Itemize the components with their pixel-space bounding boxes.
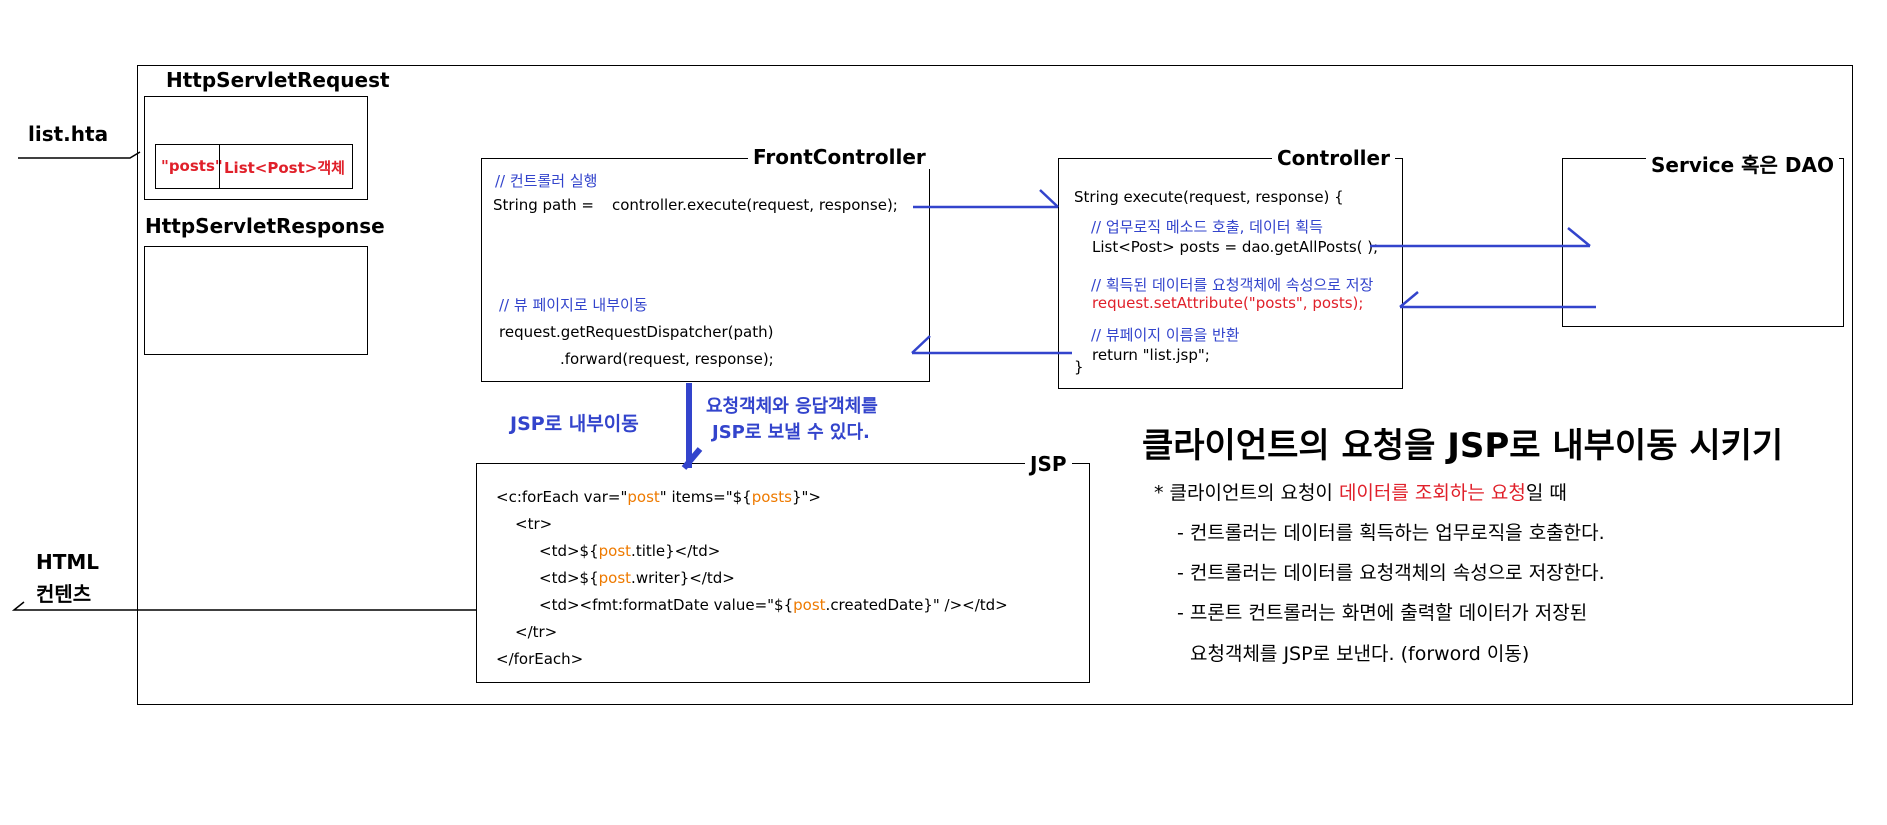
explanation-item-2: - 컨트롤러는 데이터를 요청객체의 속성으로 저장한다.	[1177, 562, 1605, 584]
output-label-line1: HTML	[36, 550, 100, 574]
req-resp-label-line2: JSP로 보낼 수 있다.	[712, 422, 870, 443]
jsp-foreach-open: <c:forEach var="post" items="${posts}">	[496, 488, 821, 506]
jsp-tr-open: <tr>	[515, 515, 553, 533]
ctrl-comment-store: // 획득된 데이터를 요청객체에 속성으로 저장	[1091, 276, 1374, 294]
request-title: HttpServletRequest	[166, 68, 390, 92]
service-box	[1562, 158, 1844, 327]
req-resp-label-line1: 요청객체와 응답객체를	[706, 396, 878, 417]
fc-forward-call: .forward(request, response);	[560, 350, 774, 368]
service-to-controller-arrow	[1399, 291, 1596, 309]
input-connector	[18, 151, 141, 159]
output-label-line2: 컨텐츠	[36, 582, 92, 606]
explanation-bullet: * 클라이언트의 요청이 데이터를 조회하는 요청일 때	[1154, 482, 1567, 504]
service-title: Service 혹은 DAO	[1646, 149, 1839, 178]
fc-execute-call: controller.execute(request, response);	[612, 196, 898, 214]
jsp-td-title: <td>${post.title}</td>	[539, 542, 721, 560]
jsp-move-label: JSP로 내부이동	[510, 413, 639, 435]
explanation-item-3: - 프론트 컨트롤러는 화면에 출력할 데이터가 저장된	[1177, 602, 1588, 624]
ctrl-comment-return: // 뷰페이지 이름을 반환	[1091, 326, 1240, 344]
ctrl-return: return "list.jsp";	[1092, 346, 1210, 364]
jsp-td-writer: <td>${post.writer}</td>	[539, 569, 735, 587]
controller-to-service-arrow	[1370, 227, 1591, 248]
explanation-item-3-cont: 요청객체를 JSP로 보낸다. (forword 이동)	[1190, 643, 1530, 665]
front-controller-box	[481, 158, 930, 382]
fc-comment-forward: // 뷰 페이지로 내부이동	[499, 296, 648, 314]
explanation-heading: 클라이언트의 요청을 JSP로 내부이동 시키기	[1142, 426, 1784, 466]
attribute-value: List<Post>객체	[224, 159, 345, 177]
jsp-tr-close: </tr>	[515, 623, 558, 641]
fc-dispatcher-call: request.getRequestDispatcher(path)	[499, 323, 774, 341]
controller-title: Controller	[1272, 146, 1395, 170]
controller-box	[1058, 158, 1403, 389]
attribute-divider	[219, 145, 220, 189]
attribute-key: "posts"	[161, 157, 223, 175]
fc-path-declaration: String path =	[493, 196, 594, 214]
jsp-box	[476, 463, 1090, 683]
ctrl-signature: String execute(request, response) {	[1074, 188, 1344, 206]
ctrl-set-attribute: request.setAttribute("posts", posts);	[1092, 294, 1364, 312]
output-connector	[11, 601, 476, 611]
explanation-item-1: - 컨트롤러는 데이터를 획득하는 업무로직을 호출한다.	[1177, 522, 1605, 544]
response-box	[144, 246, 368, 355]
front-controller-title: FrontController	[748, 145, 931, 169]
input-label: list.hta	[28, 122, 109, 146]
controller-to-fc-arrow	[911, 335, 1072, 355]
jsp-title: JSP	[1025, 452, 1072, 476]
request-attribute: "posts" List<Post>객체	[155, 144, 353, 189]
fc-to-controller-arrow	[913, 189, 1059, 209]
jsp-td-date: <td><fmt:formatDate value="${post.create…	[539, 596, 1008, 614]
jsp-foreach-close: </forEach>	[496, 650, 584, 668]
ctrl-closing-brace: }	[1074, 358, 1084, 376]
ctrl-dao-call: List<Post> posts = dao.getAllPosts( );	[1092, 238, 1379, 256]
response-title: HttpServletResponse	[145, 214, 385, 238]
fc-to-jsp-arrow	[681, 383, 703, 470]
fc-comment-execute: // 컨트롤러 실행	[495, 172, 598, 190]
ctrl-comment-business: // 업무로직 메소드 호출, 데이터 획득	[1091, 218, 1323, 236]
